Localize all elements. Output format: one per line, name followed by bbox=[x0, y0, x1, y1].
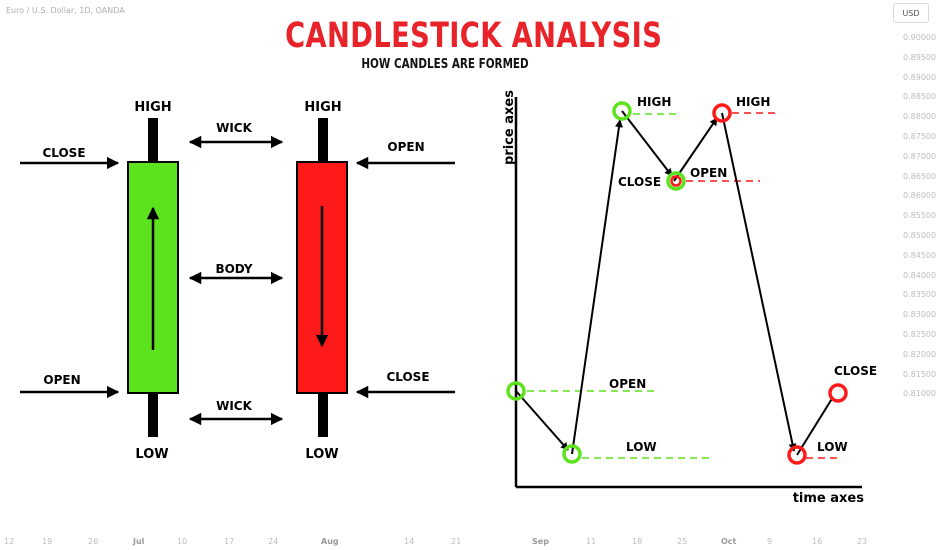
price-scale-tick: 0.86500 bbox=[903, 171, 936, 181]
price-scale-tick: 0.87000 bbox=[903, 151, 936, 161]
price-scale-tick: 0.89000 bbox=[903, 72, 936, 82]
price-scale-tick: 0.85500 bbox=[903, 211, 936, 221]
time-scale-tick: 17 bbox=[224, 537, 235, 546]
time-scale-tick: 21 bbox=[451, 537, 462, 546]
bear-low-point bbox=[787, 445, 807, 465]
path-bull-low-label: LOW bbox=[626, 440, 657, 454]
time-scale-tick: 24 bbox=[268, 537, 279, 546]
bearish-candle bbox=[296, 118, 348, 437]
path-bear-high-label: HIGH bbox=[736, 95, 770, 109]
time-scale-tick: Sep bbox=[532, 537, 549, 546]
time-scale-tick: 23 bbox=[857, 537, 868, 546]
price-scale-tick: 0.86000 bbox=[903, 191, 936, 201]
time-scale-tick: 9 bbox=[767, 537, 773, 546]
price-scale-tick: 0.90000 bbox=[903, 33, 936, 42]
time-scale-tick: Oct bbox=[721, 537, 737, 546]
bull-low-point bbox=[562, 444, 582, 464]
path-bull-high-label: HIGH bbox=[637, 95, 671, 109]
bull-high-point bbox=[612, 101, 632, 121]
price-scale-tick: 0.84000 bbox=[903, 270, 936, 280]
price-scale-tick: 0.88500 bbox=[903, 92, 936, 102]
price-scale-tick: 0.87500 bbox=[903, 132, 936, 141]
bull-close-point bbox=[666, 171, 686, 191]
bearish-high-label: HIGH bbox=[304, 100, 341, 115]
price-scale-tick: 0.83000 bbox=[903, 310, 936, 320]
time-scale-tick: 12 bbox=[4, 537, 15, 546]
time-scale-tick: 18 bbox=[632, 537, 643, 546]
path-bull-close-label: CLOSE bbox=[618, 175, 661, 189]
time-scale-tick: Jul bbox=[133, 537, 145, 546]
time-scale-tick: 16 bbox=[812, 537, 823, 546]
body-label: BODY bbox=[215, 262, 252, 276]
time-scale-tick: 14 bbox=[404, 537, 415, 546]
upper-wick-label: WICK bbox=[216, 121, 253, 135]
price-scale-tick: 0.83500 bbox=[903, 290, 936, 300]
bear-close-point bbox=[828, 383, 848, 403]
infographic-subtitle: HOW CANDLES ARE FORMED bbox=[361, 57, 529, 72]
bearish-close-label: CLOSE bbox=[386, 370, 429, 384]
time-scale-tick: 25 bbox=[677, 537, 688, 546]
time-scale-tick: 26 bbox=[88, 537, 99, 546]
path-bull-open-label: OPEN bbox=[609, 377, 646, 391]
infographic-title: CANDLESTICK ANALYSIS bbox=[285, 16, 663, 56]
price-axis-label: price axes bbox=[502, 90, 517, 165]
time-scale-tick: 11 bbox=[586, 537, 597, 546]
bull-open-point bbox=[506, 381, 526, 401]
bearish-upper-wick bbox=[318, 118, 328, 162]
bullish-high-label: HIGH bbox=[134, 100, 171, 115]
bullish-low-label: LOW bbox=[135, 447, 168, 462]
price-scale-tick: 0.89500 bbox=[903, 52, 936, 62]
lower-wick-label: WICK bbox=[216, 399, 253, 413]
bullish-lower-wick bbox=[148, 393, 158, 437]
price-scale-tick: 0.88000 bbox=[903, 112, 936, 122]
bullish-close-label: CLOSE bbox=[42, 146, 85, 160]
path-bear-close-label: CLOSE bbox=[834, 364, 877, 378]
price-path-diagram: price axes time axes bbox=[502, 90, 877, 506]
price-scale-tick: 0.85000 bbox=[903, 231, 936, 240]
path-bear-open-label: OPEN bbox=[690, 166, 727, 180]
bullish-open-label: OPEN bbox=[43, 373, 80, 387]
time-scale-tick: 19 bbox=[42, 537, 53, 546]
price-scale-tick: 0.84500 bbox=[903, 250, 936, 260]
price-scale-tick: 0.82000 bbox=[903, 349, 936, 359]
bullish-candle bbox=[127, 118, 179, 437]
time-scale-tick: Aug bbox=[321, 537, 339, 546]
bearish-low-label: LOW bbox=[305, 447, 338, 462]
bear-open-point bbox=[670, 175, 682, 187]
symbol-legend: Euro / U.S. Dollar, 1D, OANDA bbox=[6, 6, 125, 15]
bear-high-point bbox=[712, 103, 732, 123]
bullish-body bbox=[127, 161, 179, 394]
time-axis-label: time axes bbox=[793, 491, 865, 506]
price-scale-tick: 0.82500 bbox=[903, 330, 936, 339]
bearish-open-label: OPEN bbox=[387, 140, 424, 154]
price-scale-tick: 0.81500 bbox=[903, 369, 936, 379]
bearish-lower-wick bbox=[318, 393, 328, 437]
time-scale-tick: 10 bbox=[177, 537, 188, 546]
path-bear-low-label: LOW bbox=[817, 440, 848, 454]
currency-button[interactable]: USD bbox=[893, 3, 929, 23]
price-scale-tick: 0.81000 bbox=[903, 389, 936, 399]
bullish-upper-wick bbox=[148, 118, 158, 162]
